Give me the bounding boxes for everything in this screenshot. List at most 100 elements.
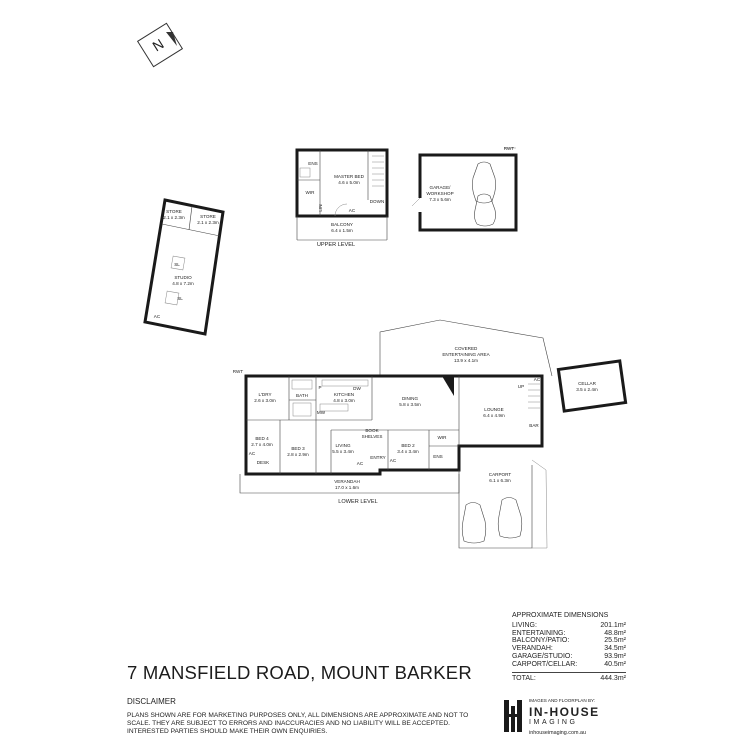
room-entertaining: ENTERTAINING AREA [442,352,490,357]
room-store-2-dim: 2.1 x 2.3m [197,220,219,225]
room-kitchen-dim: 4.8 x 3.0m [333,398,355,403]
lower-level-plan [239,319,628,549]
dimension-value: 40.5m² [604,660,626,668]
room-cellar-dim: 3.5 x 2.4m [576,387,598,392]
dimension-value: 201.1m² [600,621,626,629]
compass-icon: N [136,22,184,68]
label-upper-level: UPPER LEVEL [317,242,355,248]
dimension-label: GARAGE/STUDIO: [512,652,573,660]
room-bed2: BED 2 [401,443,415,448]
room-workshop: WORKSHOP [426,191,453,196]
studio-sl-2: SL [177,296,183,301]
room-down: DOWN [370,199,385,204]
label-bar: BAR [529,423,539,428]
lower-rwt: RWT [233,369,244,374]
room-garage-dim: 7.3 x 5.6m [429,197,451,202]
room-verandah: VERANDAH [334,479,360,484]
studio-sl-1: SL [174,262,180,267]
dimension-label: ENTERTAINING: [512,629,566,637]
room-master-bed-dim: 4.6 x 5.0m [338,180,360,185]
room-ens-lower: ENS [433,454,442,459]
dimension-label: LIVING: [512,621,537,629]
room-store-2: STORE [200,214,216,219]
label-mw: MW [317,410,326,415]
room-carport-dim: 6.1 x 6.3m [489,478,511,483]
upper-level-plan [295,148,389,241]
inhouse-imaging-logo: IMAGES AND FLOORPLAN BY: IN-HOUSE IMAGIN… [501,694,611,740]
room-kitchen: KITCHEN [334,392,354,397]
room-studio-dim: 4.8 x 7.2m [172,281,194,286]
room-ac-upper: AC [349,208,356,213]
label-fp: FP [442,388,448,393]
logo-url: inhouseimaging.com.au [529,730,586,736]
room-living: LIVING [335,443,350,448]
room-cellar: CELLAR [578,381,597,386]
garage-rwt: RWT [504,146,515,151]
room-entry: ENTRY [370,455,386,460]
room-dining: DINING [402,396,419,401]
room-ldry: L'DRY [258,392,271,397]
dimension-label: CARPORT/CELLAR: [512,660,578,668]
room-bed4: BED 4 [255,436,269,441]
room-bath: BATH [296,393,308,398]
dimension-value: 48.8m² [604,629,626,637]
label-up: UP [518,384,524,389]
dimensions-heading: APPROXIMATE DIMENSIONS [512,612,609,619]
room-store-1: STORE [166,209,182,214]
room-bed3-dim: 2.8 x 2.9m [287,452,309,457]
dimension-row: VERANDAH: 34.5m² [512,645,626,653]
room-studio: STUDIO [174,275,192,280]
label-dw: DW [353,386,361,391]
room-bed3: BED 3 [291,446,305,451]
room-ldry-dim: 2.6 x 3.0m [254,398,276,403]
dimension-row: CARPORT/CELLAR: 40.5m² [512,661,626,669]
dimension-total-row: TOTAL: 444.3m² [512,671,626,683]
room-bed2-dim: 3.4 x 3.4m [397,449,419,454]
logo-tagline: IMAGES AND FLOORPLAN BY: [529,698,596,703]
room-lin: LIN [318,204,323,211]
dimensions-table: APPROXIMATE DIMENSIONS LIVING: 201.1m² EN… [512,612,626,682]
room-store-1-dim: 2.1 x 2.3m [163,215,185,220]
dimension-label: VERANDAH: [512,645,553,653]
label-ac-bed2: AC [390,458,397,463]
room-wir-upper: WIR [306,190,316,195]
room-ens-upper: ENS [308,161,317,166]
label-book: BOOK [365,428,379,433]
room-verandah-dim: 17.0 x 1.6m [335,485,359,490]
room-garage: GARAGE/ [430,185,452,190]
room-balcony-dim: 6.4 x 1.5m [331,228,353,233]
dimension-value: 93.9m² [604,652,626,660]
label-lower-level: LOWER LEVEL [338,499,377,505]
room-dining-dim: 5.8 x 3.5m [399,402,421,407]
room-balcony: BALCONY [331,222,353,227]
label-shelves: SHELVES [362,434,383,439]
compass-letter: N [149,36,166,55]
dimension-total-value: 444.3m² [600,674,626,682]
logo-sub: IMAGING [529,719,578,726]
label-p: P [318,385,321,390]
dimension-row: BALCONY/PATIO:25.5m² [512,637,626,645]
label-ac-bed4: AC [249,451,256,456]
room-lounge-dim: 6.4 x 4.9m [483,413,505,418]
dimension-label: BALCONY/PATIO: [512,637,570,645]
room-bed4-dim: 2.7 x 4.0m [251,442,273,447]
dimension-total-label: TOTAL: [512,674,536,682]
logo-name: IN-HOUSE [529,705,600,719]
inhouse-logo-icon [504,700,522,732]
disclaimer-heading: DISCLAIMER [127,697,176,706]
room-wir-lower: WIR [438,435,448,440]
room-carport: CARPORT [489,472,512,477]
dimension-row: GARAGE/STUDIO: 93.9m² [512,653,626,661]
dimension-value: 34.5m² [604,645,626,653]
dimension-row: ENTERTAINING: 48.8m² [512,630,626,638]
dimension-row: LIVING: 201.1m² [512,622,626,630]
garage-plan [411,147,518,232]
disclaimer-body: PLANS SHOWN ARE FOR MARKETING PURPOSES O… [127,712,469,735]
label-ac-living: AC [357,461,364,466]
room-living-dim: 5.5 x 3.4m [332,449,354,454]
room-covered: COVERED [455,346,478,351]
room-entertaining-dim: 13.9 x 4.1m [454,358,478,363]
studio-ac: AC [154,314,161,319]
studio-plan [143,198,225,336]
